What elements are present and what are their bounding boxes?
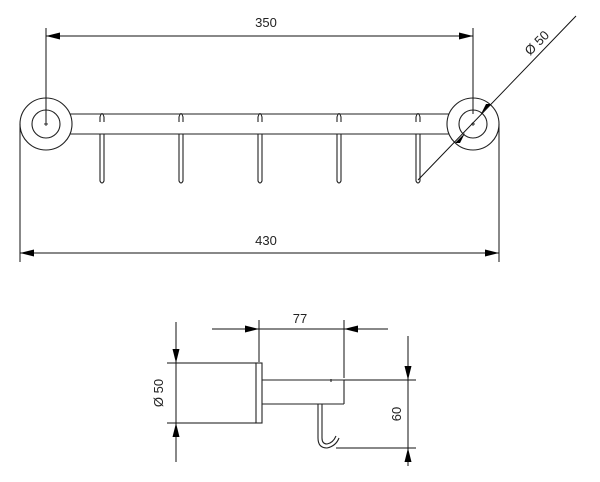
dimension-430: 430 — [19, 124, 500, 262]
hook — [99, 112, 105, 184]
hook-part — [257, 134, 263, 184]
hook-part — [415, 112, 421, 122]
hook-part — [336, 112, 342, 122]
dimension-60-label: 60 — [389, 407, 404, 421]
hook — [415, 112, 421, 184]
hook-part — [178, 112, 184, 122]
hook-part — [257, 112, 263, 122]
diameter-label-side: Ø 50 — [151, 379, 166, 407]
hook-part — [178, 134, 184, 184]
diameter-label-front: Ø 50 — [522, 28, 553, 59]
side-view: 77 Ø 50 60 — [151, 311, 416, 466]
front-view: 350 430 Ø 50 — [19, 15, 577, 262]
side-wall-plate — [255, 362, 263, 424]
hook — [178, 112, 184, 184]
dimension-diameter-50-side: Ø 50 — [151, 322, 256, 462]
dimension-350: 350 — [45, 15, 474, 124]
hook-part — [336, 134, 342, 184]
dimension-60: 60 — [336, 336, 416, 466]
dimension-350-label: 350 — [255, 15, 277, 30]
dimension-77: 77 — [212, 311, 388, 378]
hook-part — [99, 134, 105, 184]
hooks-group — [99, 112, 421, 184]
side-arm — [262, 379, 345, 405]
hook-part — [415, 134, 421, 184]
dimension-diameter-50-front: Ø 50 — [417, 15, 577, 181]
hook — [336, 112, 342, 184]
dimension-430-label: 430 — [255, 233, 277, 248]
dimension-77-label: 77 — [293, 311, 307, 326]
hook — [257, 112, 263, 184]
hook-part — [99, 112, 105, 122]
side-hook — [317, 404, 340, 449]
